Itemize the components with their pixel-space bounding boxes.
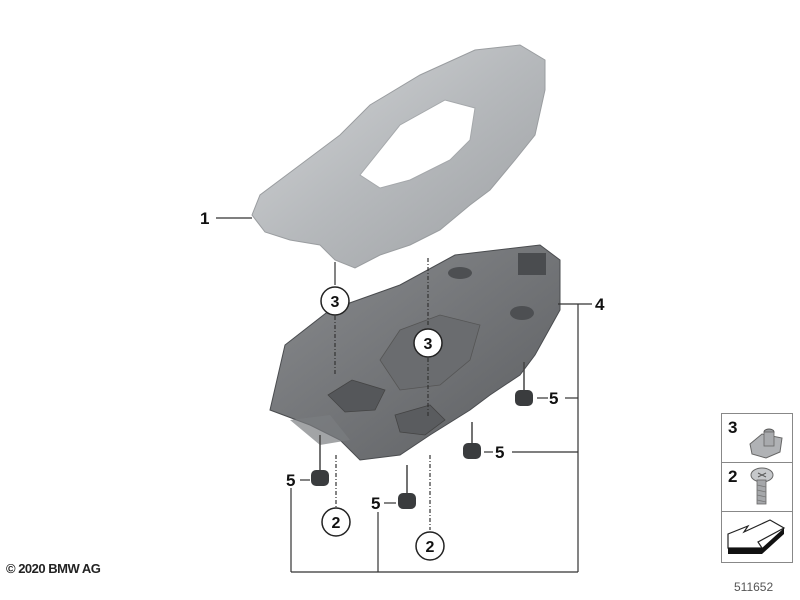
- svg-text:3: 3: [331, 294, 340, 311]
- circle-callout-3b: 3: [413, 328, 443, 358]
- legend-item-direction[interactable]: [722, 512, 792, 562]
- parts-legend: 3 2: [721, 413, 793, 563]
- base-tray-part-4[interactable]: [269, 244, 561, 461]
- rubber-buffer-4[interactable]: [398, 465, 416, 509]
- callout-5c: 5: [286, 471, 295, 490]
- diagram-number: 511652: [734, 580, 774, 594]
- svg-text:2: 2: [426, 539, 435, 556]
- legend-number: 2: [728, 467, 738, 486]
- circle-callout-2b: 2: [415, 531, 445, 561]
- callout-5b: 5: [495, 443, 504, 462]
- leader-lines: [216, 217, 592, 573]
- legend-item-screw[interactable]: 2: [722, 463, 792, 512]
- cover-part-1[interactable]: [251, 44, 546, 269]
- svg-text:2: 2: [332, 515, 341, 532]
- clip-nut-icon: [749, 428, 783, 459]
- direction-arrow-icon: [727, 519, 786, 554]
- rubber-buffer-3[interactable]: [311, 435, 329, 486]
- circle-callout-2a: 2: [321, 507, 351, 537]
- screw-icon: [750, 467, 774, 505]
- legend-number: 3: [728, 418, 738, 437]
- callout-1: 1: [200, 209, 209, 228]
- callout-5d: 5: [371, 494, 380, 513]
- legend-item-clip-nut[interactable]: 3: [722, 414, 792, 463]
- callout-5a: 5: [549, 389, 558, 408]
- copyright-text: © 2020 BMW AG: [6, 561, 101, 576]
- callout-4: 4: [595, 295, 605, 314]
- circle-callout-3a: 3: [320, 286, 350, 316]
- svg-text:3: 3: [424, 336, 433, 353]
- rubber-buffer-1[interactable]: [515, 362, 533, 406]
- rubber-buffer-2[interactable]: [463, 422, 481, 459]
